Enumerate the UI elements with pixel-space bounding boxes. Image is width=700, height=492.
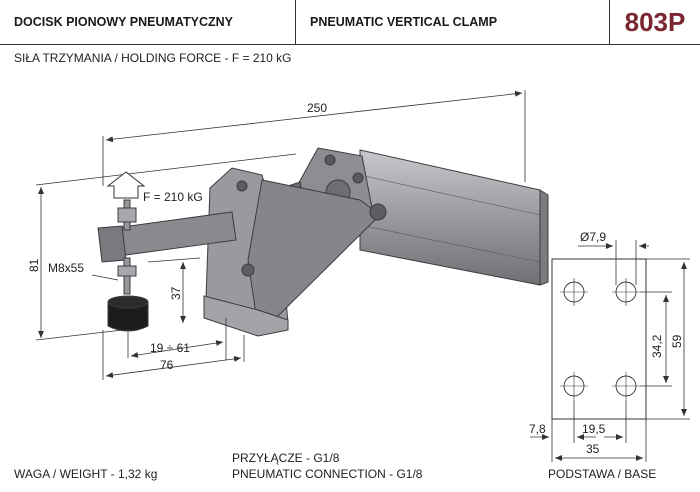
dim-reach-label: 76 [160,358,174,372]
holding-force-text: SIŁA TRZYMANIA / HOLDING FORCE - F = 210… [14,51,292,65]
dim-length [102,90,526,186]
title-bar: DOCISK PIONOWY PNEUMATYCZNY PNEUMATIC VE… [0,0,700,45]
dim-base-width [551,419,647,462]
dim-hole-dia-label: Ø7,9 [580,230,606,244]
force-label: F = 210 kG [143,190,203,204]
dim-spindle-height-label: 37 [169,286,183,300]
dim-hole-dia [578,240,649,285]
title-polish: DOCISK PIONOWY PNEUMATYCZNY [0,0,296,44]
title-english: PNEUMATIC VERTICAL CLAMP [296,0,610,44]
dim-hole-spacing-h-label: 19,5 [582,422,606,436]
dim-hole-spacing-v-label: 34,2 [650,334,664,358]
dim-range [127,318,227,360]
dim-reach [102,330,245,380]
dim-base-height [646,258,690,420]
dim-base-height-label: 59 [670,334,684,348]
dim-base-width-label: 35 [586,442,600,456]
thread-label: M8x55 [48,261,84,275]
connection-polish: PRZYŁĄCZE - G1/8 [232,451,340,465]
force-arrow-icon [106,171,146,199]
base-plate-view [551,258,647,420]
dim-height-label: 81 [27,258,41,272]
dim-hole-spacing-v [640,291,672,387]
connection-english: PNEUMATIC CONNECTION - G1/8 [232,467,423,481]
dim-edge-offset-label: 7,8 [529,422,546,436]
model-number: 803P [624,6,686,37]
clamp-model [97,147,549,337]
weight-text: WAGA / WEIGHT - 1,32 kg [14,467,158,481]
dim-range-label: 19 ÷ 61 [150,341,190,355]
thread-leader [91,274,119,281]
dim-bottom-spacing [530,400,627,443]
dim-spindle-height [147,257,201,323]
base-label: PODSTAWA / BASE [548,467,657,481]
dim-length-label: 250 [307,101,327,115]
